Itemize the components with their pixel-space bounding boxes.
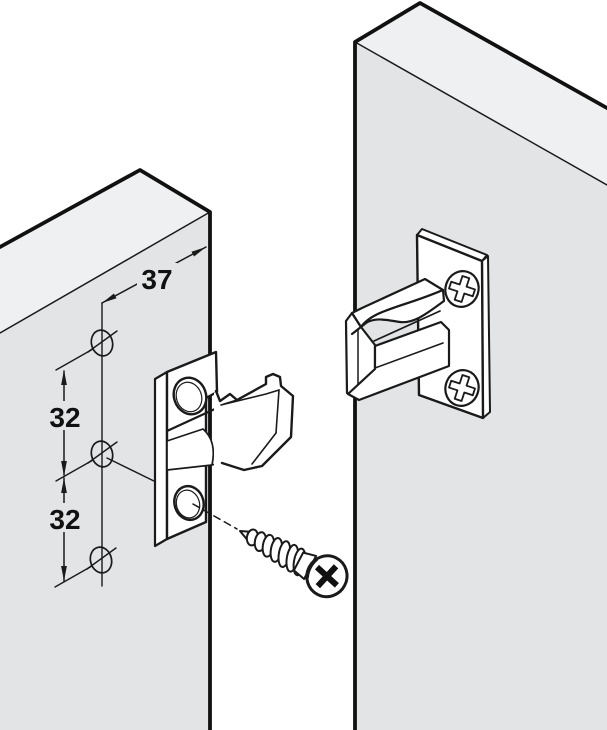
arrow-icon	[102, 293, 117, 303]
dimension-32-lower-label-backing	[45, 503, 84, 532]
fitting-right-hook	[344, 277, 451, 402]
fitting-left-plate-side	[153, 370, 169, 548]
panel-left-top-edge-face	[0, 170, 210, 333]
fitting-right-hook-bottom-bar	[346, 320, 451, 402]
dimension-37-label: 37	[141, 264, 172, 295]
fitting-right	[344, 228, 491, 420]
extension-line-top	[55, 348, 94, 371]
panel-right-front-top-edge	[354, 41, 607, 186]
fitting-right-hook-front-face	[350, 288, 446, 336]
panel-left-front-face	[0, 212, 210, 730]
fitting-left-top-hole	[172, 376, 208, 416]
panel-left-outer-edge	[0, 168, 212, 730]
dimension-32-lower: 32	[45, 477, 84, 582]
arrow-icon	[191, 247, 206, 257]
dimension-37: 37	[101, 246, 207, 304]
drill-hole-icon	[87, 329, 118, 357]
screw-assembly	[192, 503, 349, 599]
dimension-32-upper-label-backing	[45, 401, 84, 430]
arrow-icon	[61, 370, 67, 385]
wood-screw	[239, 528, 349, 599]
screw-alignment-dashed-line	[192, 503, 238, 530]
drilling-pattern: 37 32 32	[45, 246, 207, 588]
screw-neck	[292, 551, 318, 581]
fitting-left-cavity	[165, 406, 223, 471]
dimension-32-upper-label: 32	[49, 402, 80, 433]
arrow-icon	[61, 461, 67, 476]
screw-head	[305, 554, 349, 599]
hole-to-fitting-leader-line	[106, 457, 159, 484]
arrow-icon	[61, 566, 67, 581]
fitting-left	[153, 350, 295, 548]
dimension-32-upper: 32	[45, 370, 84, 476]
drill-hole-icon	[86, 546, 117, 574]
fitting-left-arm	[214, 372, 295, 472]
phillips-cross-icon	[314, 564, 339, 589]
panel-left-front-top-edge	[0, 211, 211, 334]
panel-left	[0, 168, 212, 730]
phillips-screw-icon	[444, 369, 480, 407]
extension-line-bottom	[54, 565, 93, 588]
dimension-32-lower-label: 32	[49, 504, 80, 535]
fitting-left-bottom-hole	[173, 484, 205, 522]
panel-right-top-edge-face	[355, 3, 607, 185]
extension-line-middle	[55, 459, 94, 482]
phillips-screw-icon	[444, 270, 480, 308]
drill-hole-icon	[87, 440, 118, 468]
arrow-icon	[61, 478, 67, 493]
dimension-37-label-backing	[137, 263, 177, 292]
